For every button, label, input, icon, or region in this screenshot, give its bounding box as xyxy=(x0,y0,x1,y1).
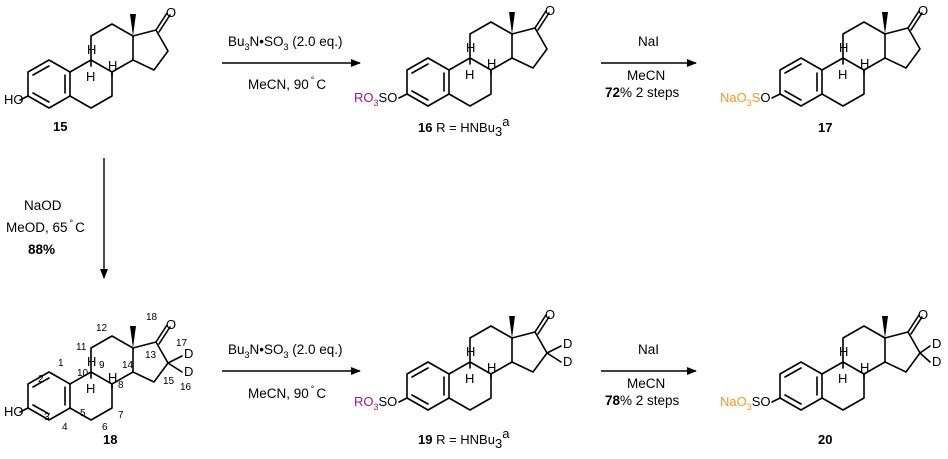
h-label: H xyxy=(466,344,475,359)
locant-18: 18 xyxy=(146,312,158,323)
compound-17: NaO3SO O H H H 17 xyxy=(720,3,928,135)
compound-20-label: 20 xyxy=(818,432,832,447)
condition-text: MeOD, 65°C xyxy=(6,218,85,235)
yield-text: 72% 2 steps xyxy=(605,85,680,100)
solvent-text: MeCN xyxy=(627,68,665,83)
deuterium-label: D xyxy=(563,354,572,369)
reagent-text: NaI xyxy=(638,342,659,357)
h-label: H xyxy=(465,371,474,386)
h-label: H xyxy=(487,56,496,71)
h-label: H xyxy=(87,42,96,57)
hydroxyl-label: HO xyxy=(4,92,24,107)
reagent-text: Bu3N•SO3 (2.0 eq.) xyxy=(228,34,343,52)
locant-3: 3 xyxy=(44,412,50,423)
deuterium-label: D xyxy=(932,336,941,351)
ketone-o-label: O xyxy=(545,307,555,322)
compound-16-label: 16 R = HNBu3a xyxy=(418,114,510,139)
locant-16: 16 xyxy=(180,382,192,393)
locant-1: 1 xyxy=(58,358,64,369)
compound-18: HO O D D H H H 1 2 3 4 5 6 7 8 9 10 11 1… xyxy=(4,312,193,447)
h-label: H xyxy=(860,56,869,71)
compound-20: NaO3SO O D D H H H 20 xyxy=(720,307,941,447)
sulfate-label: RO3SO xyxy=(354,394,397,412)
reaction-arrow-4: Bu3N•SO3 (2.0 eq.) MeCN, 90°C xyxy=(222,342,361,401)
reaction-arrow-1: Bu3N•SO3 (2.0 eq.) MeCN, 90°C xyxy=(222,34,361,92)
sodium-sulfate-label: NaO3SO xyxy=(720,90,771,108)
condition-text: MeCN, 90°C xyxy=(248,75,326,92)
h-label: H xyxy=(87,354,96,369)
reagent-text: Bu3N•SO3 (2.0 eq.) xyxy=(228,342,343,360)
deuterium-bonds xyxy=(167,355,183,373)
locant-13: 13 xyxy=(145,350,157,361)
compound-15: HO O H H H 15 xyxy=(4,5,176,134)
h-label: H xyxy=(839,40,848,55)
hydroxyl-label: HO xyxy=(4,404,24,419)
h-label: H xyxy=(839,344,848,359)
locant-5: 5 xyxy=(80,408,86,419)
condition-text: MeCN, 90°C xyxy=(248,384,326,401)
reagent-text: NaOD xyxy=(24,198,62,213)
locant-2: 2 xyxy=(38,374,44,385)
locant-9: 9 xyxy=(99,360,105,371)
h-label: H xyxy=(108,58,117,73)
compound-19-label: 19 R = HNBu3a xyxy=(418,426,510,451)
ketone-o-label: O xyxy=(166,317,176,332)
deuterium-label: D xyxy=(184,364,193,379)
reagent-text: NaI xyxy=(638,34,659,49)
yield-text: 78% 2 steps xyxy=(605,393,680,408)
ketone-o-label: O xyxy=(166,5,176,20)
h-label: H xyxy=(838,371,847,386)
compound-17-label: 17 xyxy=(818,120,832,135)
h-label: H xyxy=(86,381,95,396)
h-label: H xyxy=(466,40,475,55)
sodium-sulfate-label: NaO3SO xyxy=(720,394,771,412)
reaction-arrow-5: NaI MeCN 78% 2 steps xyxy=(601,342,697,408)
locant-15: 15 xyxy=(163,376,175,387)
ketone-o-label: O xyxy=(545,3,555,18)
h-label: H xyxy=(108,370,117,385)
locant-10: 10 xyxy=(77,368,89,379)
locant-8: 8 xyxy=(118,380,124,391)
h-label: H xyxy=(487,360,496,375)
yield-text: 88% xyxy=(28,242,55,257)
reaction-arrow-3: NaOD MeOD, 65°C 88% xyxy=(6,158,108,279)
locant-12: 12 xyxy=(96,323,108,334)
locant-6: 6 xyxy=(102,422,108,433)
ketone-o-label: O xyxy=(918,307,928,322)
h-label: H xyxy=(860,360,869,375)
sulfate-label: RO3SO xyxy=(354,90,397,108)
h-label: H xyxy=(86,69,95,84)
deuterium-bonds xyxy=(919,345,931,363)
h-label: H xyxy=(838,67,847,82)
ketone-o-label: O xyxy=(918,3,928,18)
deuterium-label: D xyxy=(563,336,572,351)
compound-18-label: 18 xyxy=(103,432,117,447)
reaction-arrow-2: NaI MeCN 72% 2 steps xyxy=(601,34,697,100)
deuterium-label: D xyxy=(184,346,193,361)
locant-17: 17 xyxy=(176,338,188,349)
deuterium-bonds xyxy=(546,345,562,363)
locant-4: 4 xyxy=(62,422,68,433)
h-label: H xyxy=(465,67,474,82)
compound-15-label: 15 xyxy=(53,119,67,134)
locant-7: 7 xyxy=(118,410,124,421)
compound-16: RO3SO O H H H 16 R = HNBu3a xyxy=(354,3,555,139)
solvent-text: MeCN xyxy=(627,376,665,391)
compound-19: RO3SO O D D H H H 19 R = HNBu3a xyxy=(354,307,572,451)
locant-11: 11 xyxy=(76,342,87,353)
deuterium-label: D xyxy=(932,354,941,369)
locant-14: 14 xyxy=(122,360,134,371)
